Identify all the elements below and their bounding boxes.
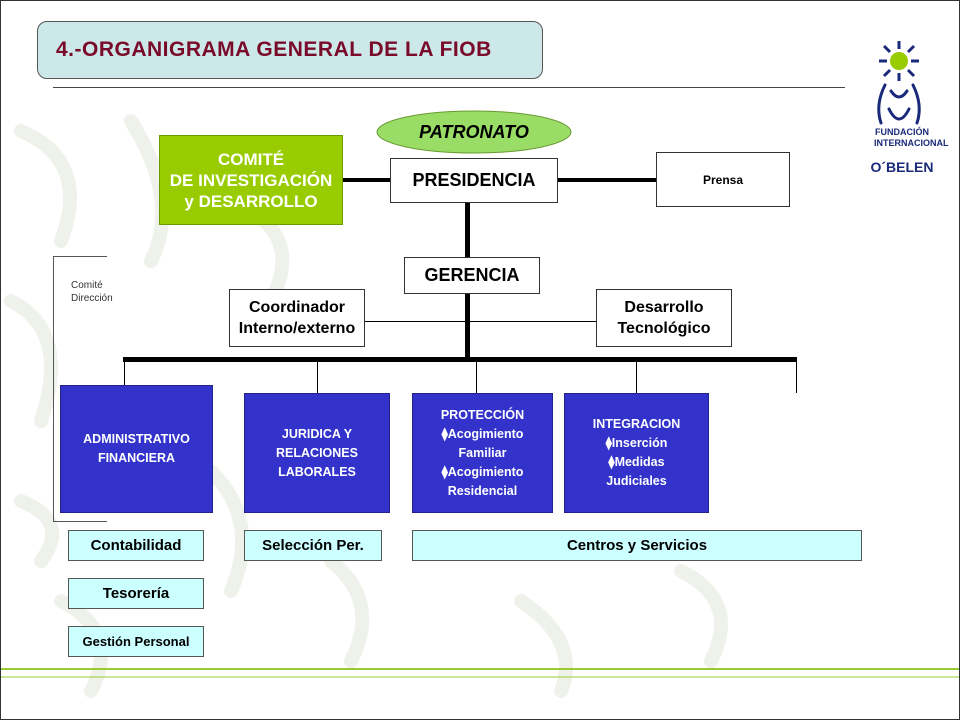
- page-title: 4.-ORGANIGRAMA GENERAL DE LA FIOB: [37, 21, 543, 79]
- title-underline: [53, 87, 845, 88]
- comite-direccion-label: Comité Dirección: [71, 280, 113, 304]
- presidencia-node: PRESIDENCIA: [390, 158, 558, 203]
- drop-proteccion: [476, 361, 477, 393]
- drop-juridica: [317, 361, 318, 393]
- contabilidad-node: Contabilidad: [68, 530, 204, 561]
- coordinador-node: Coordinador Interno/externo: [229, 289, 365, 347]
- bracket-top: [53, 256, 107, 257]
- department-bus: [123, 357, 797, 362]
- centros-servicios-node: Centros y Servicios: [412, 530, 862, 561]
- juridica-node: JURIDICA Y RELACIONES LABORALES: [244, 393, 390, 513]
- tesoreria-node: Tesorería: [68, 578, 204, 609]
- logo-text-top: FUNDACIÓN INTERNACIONAL: [874, 127, 949, 148]
- connector-presidencia-gerencia: [465, 202, 470, 258]
- administrativo-financiera-node: ADMINISTRATIVO FINANCIERA: [60, 385, 213, 513]
- bracket-left: [53, 256, 54, 522]
- logo-text-name: O´BELEN: [870, 159, 934, 175]
- desarrollo-tecnologico-node: Desarrollo Tecnológico: [596, 289, 732, 347]
- connector-comite-presidencia: [343, 178, 391, 182]
- proteccion-node: PROTECCIÓN ⧫Acogimiento Familiar ⧫Acogim…: [412, 393, 553, 513]
- connector-gerencia-bus: [465, 293, 470, 361]
- drop-administrativo: [124, 361, 125, 385]
- gestion-personal-node: Gestión Personal: [68, 626, 204, 657]
- drop-integracion: [636, 361, 637, 393]
- drop-right-end: [796, 361, 797, 393]
- patronato-ellipse: [376, 110, 572, 154]
- sun-family-logo-icon: [877, 41, 921, 125]
- patronato-node: PATRONATO: [419, 121, 529, 142]
- seleccion-personal-node: Selección Per.: [244, 530, 382, 561]
- integracion-node: INTEGRACION ⧫Inserción ⧫Medidas Judicial…: [564, 393, 709, 513]
- comite-investigacion-node: COMITÉ DE INVESTIGACIÓN y DESARROLLO: [159, 135, 343, 225]
- gerencia-node: GERENCIA: [404, 257, 540, 294]
- bracket-bottom: [53, 521, 107, 522]
- connector-coordinador-desarrollo: [363, 321, 597, 322]
- connector-presidencia-prensa: [557, 178, 657, 182]
- prensa-node: Prensa: [656, 152, 790, 207]
